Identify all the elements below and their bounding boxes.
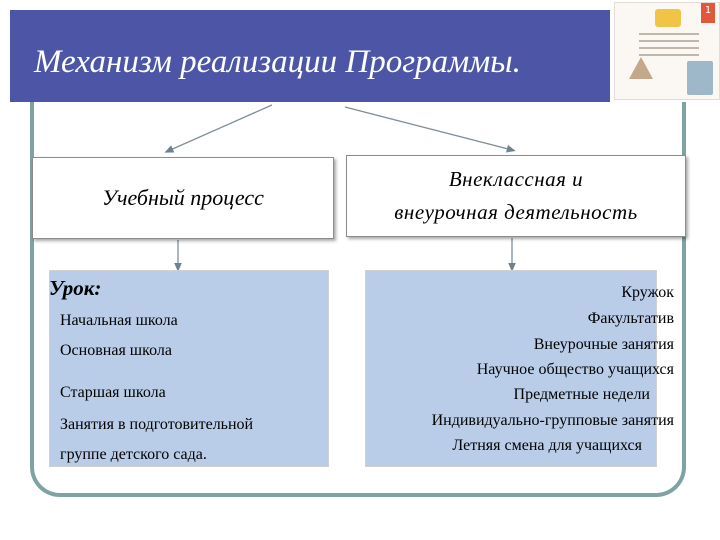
- list-item: группе детского сада.: [60, 446, 207, 463]
- ribbon-icon: [701, 3, 715, 23]
- list-item: Кружок: [621, 284, 674, 301]
- list-item: Внеурочные занятия: [533, 336, 674, 353]
- ruler-triangle-icon: [629, 57, 653, 79]
- learning-process-label: Учебный процесс: [102, 185, 264, 210]
- list-item: Начальная школа: [60, 312, 178, 329]
- content-frame: [30, 102, 686, 497]
- list-item: Научное общество учащихся: [476, 361, 674, 378]
- list-item: Летняя смена для учащихся: [452, 437, 642, 454]
- activities-panel: [365, 270, 657, 467]
- extracurricular-label-line2: внеурочная деятельность: [394, 200, 638, 224]
- title-bar: Механизм реализации Программы.: [10, 10, 610, 102]
- ribbon-badge: 1: [704, 5, 712, 16]
- medal-icon: [655, 9, 681, 27]
- lesson-panel: [49, 270, 329, 467]
- connector-left-diagonal: [164, 104, 273, 153]
- list-item: Индивидуально-групповые занятия: [431, 412, 674, 429]
- list-item: Факультатив: [587, 310, 674, 327]
- lesson-label: Урок:: [49, 276, 102, 300]
- list-item: Предметные недели: [513, 386, 650, 403]
- list-item: Занятия в подготовительной: [60, 416, 254, 433]
- calculator-icon: [687, 61, 713, 95]
- slide-title: Механизм реализации Программы.: [34, 44, 521, 80]
- extracurricular-box: Внеклассная и внеурочная деятельность: [346, 155, 686, 237]
- certificate-thumbnail: 1: [614, 2, 720, 100]
- list-item: Старшая школа: [60, 384, 166, 401]
- connector-right-diagonal: [344, 106, 516, 153]
- extracurricular-label-line1: Внеклассная и: [448, 167, 584, 192]
- list-item: Основная школа: [60, 342, 172, 359]
- certificate-text-lines: [639, 33, 699, 61]
- learning-process-box: Учебный процесс: [32, 157, 334, 239]
